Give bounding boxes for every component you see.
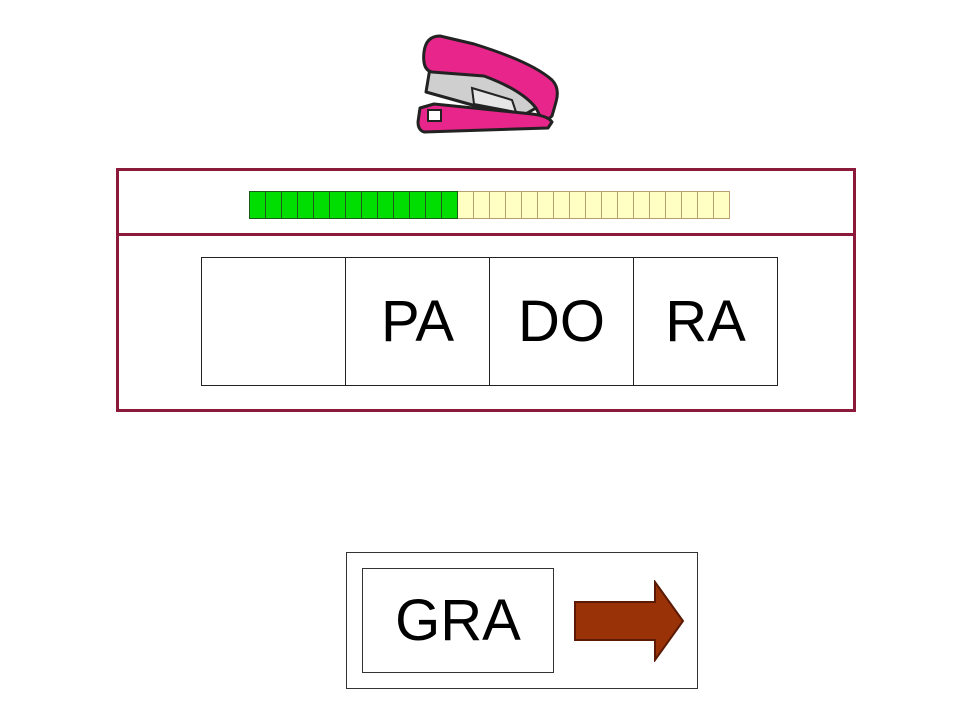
progress-segment-todo (538, 191, 554, 219)
answer-box: GRA (346, 552, 698, 689)
progress-segment-todo (458, 191, 474, 219)
progress-segment-done (282, 191, 298, 219)
progress-segment-done (330, 191, 346, 219)
arrow-right-icon[interactable] (573, 580, 685, 662)
progress-segment-done (362, 191, 378, 219)
progress-segment-todo (666, 191, 682, 219)
word-slot: DO (489, 257, 634, 386)
progress-segment-done (249, 191, 266, 219)
progress-segment-done (298, 191, 314, 219)
progress-segment-todo (650, 191, 666, 219)
word-panel: PA DO RA (116, 168, 856, 412)
progress-segment-todo (634, 191, 650, 219)
progress-segment-todo (554, 191, 570, 219)
word-slot: PA (345, 257, 490, 386)
panel-divider (119, 233, 853, 236)
progress-segment-done (314, 191, 330, 219)
progress-segment-todo (602, 191, 618, 219)
progress-segment-todo (474, 191, 490, 219)
progress-bar (249, 191, 730, 219)
progress-segment-todo (570, 191, 586, 219)
syllable-tile[interactable]: GRA (362, 568, 554, 673)
progress-segment-done (394, 191, 410, 219)
progress-segment-done (378, 191, 394, 219)
progress-segment-todo (490, 191, 506, 219)
word-slot-empty[interactable] (201, 257, 346, 386)
progress-segment-todo (618, 191, 634, 219)
progress-segment-done (426, 191, 442, 219)
word-slot: RA (633, 257, 778, 386)
progress-segment-todo (714, 191, 730, 219)
progress-segment-todo (586, 191, 602, 219)
progress-segment-todo (682, 191, 698, 219)
progress-segment-done (266, 191, 282, 219)
progress-segment-todo (698, 191, 714, 219)
progress-segment-done (442, 191, 458, 219)
progress-segment-done (346, 191, 362, 219)
progress-segment-todo (522, 191, 538, 219)
word-slots: PA DO RA (201, 257, 778, 386)
stapler-icon (416, 34, 559, 134)
progress-segment-done (410, 191, 426, 219)
progress-segment-todo (506, 191, 522, 219)
